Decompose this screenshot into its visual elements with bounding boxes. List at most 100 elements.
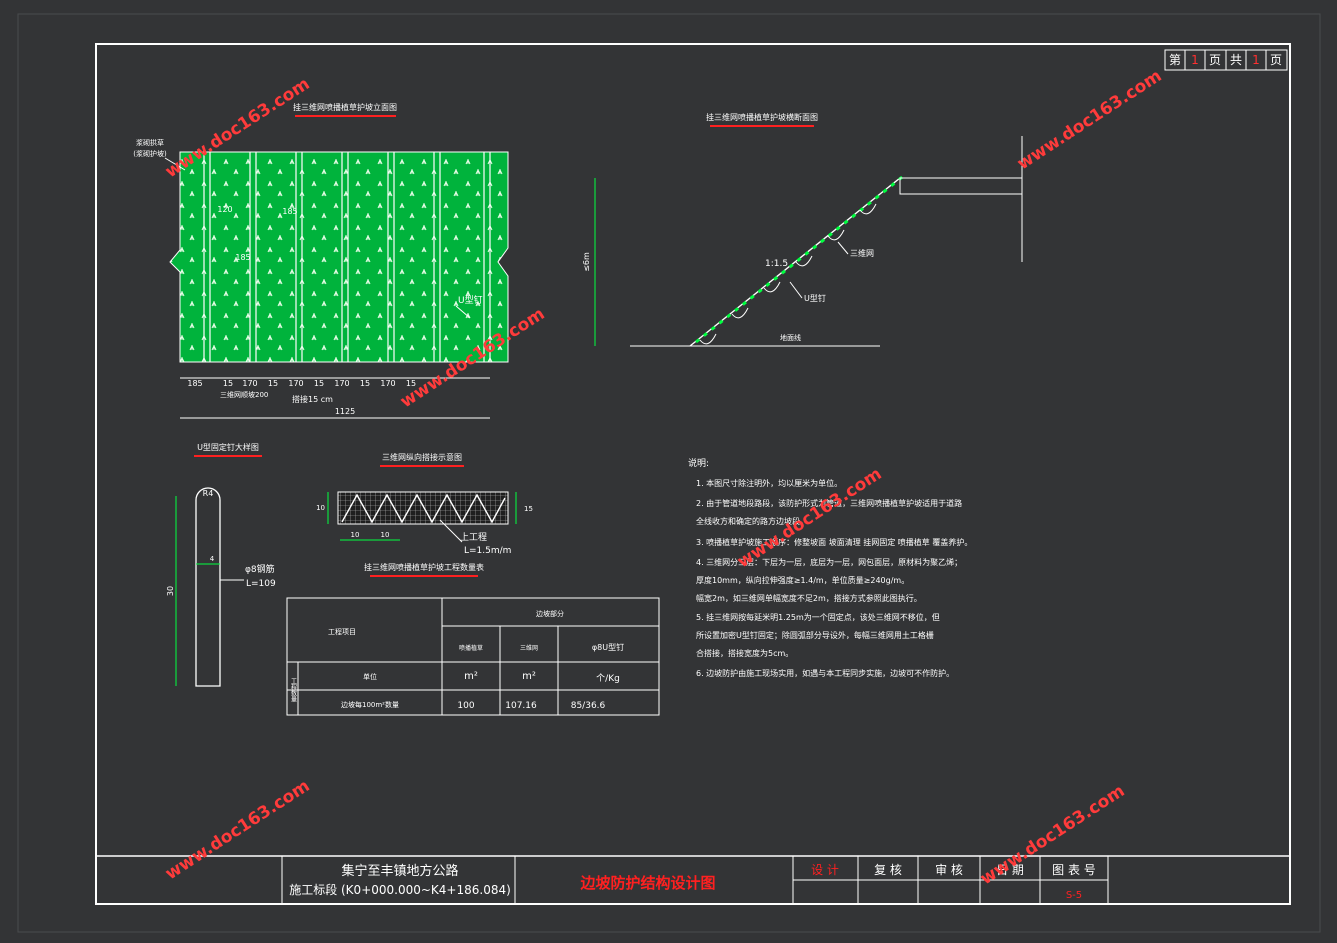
dim-185-b: 185 [235,253,250,262]
u-nail-leader [455,305,471,319]
u-nail-label: U型钉 [458,295,483,306]
table-unit-3: 个/Kg [596,673,620,684]
grass-slope-panel [169,151,509,363]
u-nail-radius: R4 [203,489,214,498]
overlap-left-dim: 10 [316,504,325,512]
total-dim: 1125 [335,407,355,416]
table-col-3: φ8U型钉 [592,642,624,652]
bottom-dim-10: 15 [406,379,416,388]
review-label: 审 核 [935,862,963,877]
date-label: 日 期 [996,863,1024,877]
bottom-dim-2: 15 [223,379,233,388]
table-header-group: 边坡部分 [536,609,564,618]
page-ye: 页 [1209,53,1221,67]
ground-label: 地面线 [780,333,801,342]
page-di: 第 [1169,53,1181,67]
elevation-title: 挂三维网喷播植草护坡立面图 [293,102,397,112]
page-number: 1 [1191,53,1199,67]
overlap-detail[interactable]: 三维网纵向搭接示意图 10 15 10 10 上工程 L=1.5m/m [316,452,533,556]
design-label: 设 计 [811,863,839,877]
quantity-table[interactable]: 挂三维网喷播植草护坡工程数量表 工程项目 边坡部分 喷播植草 三维网 φ8U型钉… [286,562,660,716]
slope-line [689,177,901,347]
note-line-3: 全线收方和确定的路方边坡段。 [696,516,808,526]
page-ye2: 页 [1270,53,1282,67]
note-line-7: 幅宽2m，如三维网单幅宽度不足2m，搭接方式参照此图执行。 [696,593,922,603]
note-line-5: 4. 三维网分三层：下层为一层，底层为一层，网包面层，原材料为聚乙烯； [696,557,962,567]
net-leader [837,241,849,255]
table-unit-1: m² [464,671,478,682]
project-name: 集宁至丰镇地方公路 [341,863,458,879]
overlap-title: 三维网纵向搭接示意图 [382,452,462,462]
net-label: 三维网 [850,248,874,258]
page-counter: 第 1 页 共 1 页 [1164,49,1288,71]
drawing-title: 边坡防护结构设计图 [579,874,715,892]
net-strips [203,152,491,362]
table-col-1: 喷播植草 [459,644,483,652]
table-value-1: 100 [457,701,474,711]
check-label: 复 核 [874,863,902,877]
table-unit-label: 单位 [363,672,377,681]
quantity-table-title: 挂三维网喷播植草护坡工程数量表 [364,562,484,572]
section-nail-leader [789,281,803,299]
edge-leader [164,157,186,171]
height-dim: ≤6m [582,252,591,272]
section-nail-label: U型钉 [804,293,826,303]
dim-120: 120 [217,205,232,214]
bottom-dim-1: 185 [187,379,202,388]
overlap-note-1: 上工程 [460,532,487,543]
range-note: 三维网顺坡200 [220,390,268,399]
note-line-10: 合搭接，搭接宽度为5cm。 [696,648,793,658]
mesh-band [337,491,509,525]
section-view[interactable]: 挂三维网喷播植草护坡横断面图 ≤6m 1:1.5 三维网 U型钉 地面线 [582,112,1023,347]
bottom-dim-4: 15 [268,379,278,388]
overlap-note-2: L=1.5m/m [464,546,511,556]
overlap-dim-2: 10 [381,531,390,539]
outer-frame [17,13,1321,933]
overlap-leader [439,519,463,543]
bottom-dim-9: 170 [380,379,395,388]
table-value-3: 85/36.6 [571,701,606,711]
slope-ratio: 1:1.5 [765,259,788,269]
table-unit-2: m² [522,671,536,682]
u-nail-shape [195,487,221,687]
table-value-2: 107.16 [505,701,537,711]
note-line-2: 2. 由于管道地段路段，该防护形式为管道，三维网喷播植草护坡适用于道路 [696,498,962,508]
dim-185-a: 185 [282,207,297,216]
project-section: 施工标段 (K0+000.000~K4+186.084) [289,882,511,897]
table-side-label: 工程数量 [290,678,297,703]
edge-label-2: (浆砌护坡) [133,149,167,158]
note-line-9: 所设置加密U型钉固定；除圆弧部分导设外，每幅三维网用土工格栅 [696,630,934,640]
road-surface [899,177,1023,195]
overlap-note: 搭接15 cm [292,394,333,404]
note-line-11: 6. 边坡防护由施工现场实用，如遇与本工程同步实施，边坡可不作防护。 [696,668,954,678]
u-nail-rebar: φ8钢筋 [245,563,275,575]
mesh-zigzag [341,493,506,524]
bottom-dim-7: 170 [334,379,349,388]
elevation-view[interactable]: 挂三维网喷播植草护坡立面图 浆砌拱草 (浆砌护坡) 185 185 120 U型… [133,102,509,419]
table-header-item: 工程项目 [328,627,356,636]
overlap-height: 15 [524,505,533,513]
page-gong: 共 [1230,53,1242,67]
note-line-8: 5. 挂三维网按每延米明1.25m为一个固定点，该处三维网不移位，但 [696,612,940,622]
notes-lines: 1. 本图尺寸除注明外，均以厘米为单位。 2. 由于管道地段路段，该防护形式为管道… [696,478,972,678]
notes-heading: 说明: [688,457,709,469]
sheet-no-label: 图 表 号 [1052,863,1096,877]
section-title: 挂三维网喷播植草护坡横断面图 [706,112,818,122]
overlap-dim-1: 10 [351,531,360,539]
bottom-dim-6: 15 [314,379,324,388]
note-line-1: 1. 本图尺寸除注明外，均以厘米为单位。 [696,478,842,488]
sheet-no: S-5 [1066,890,1082,901]
notes: 说明: 1. 本图尺寸除注明外，均以厘米为单位。 2. 由于管道地段路段，该防护形… [688,457,972,678]
u-nail-width: 4 [210,555,215,563]
u-nail-detail[interactable]: U型固定钉大样图 30 R4 4 φ8钢筋 L=109 [166,442,276,687]
table-row-label: 边坡每100m²数量 [341,700,399,709]
watermark-5: www.doc163.com [162,776,314,884]
u-nail-title: U型固定钉大样图 [197,442,259,452]
sheet-border [95,43,1291,905]
edge-label: 浆砌拱草 [136,138,164,147]
title-block[interactable]: 集宁至丰镇地方公路 施工标段 (K0+000.000~K4+186.084) 边… [96,855,1290,904]
bottom-dim-8: 15 [360,379,370,388]
